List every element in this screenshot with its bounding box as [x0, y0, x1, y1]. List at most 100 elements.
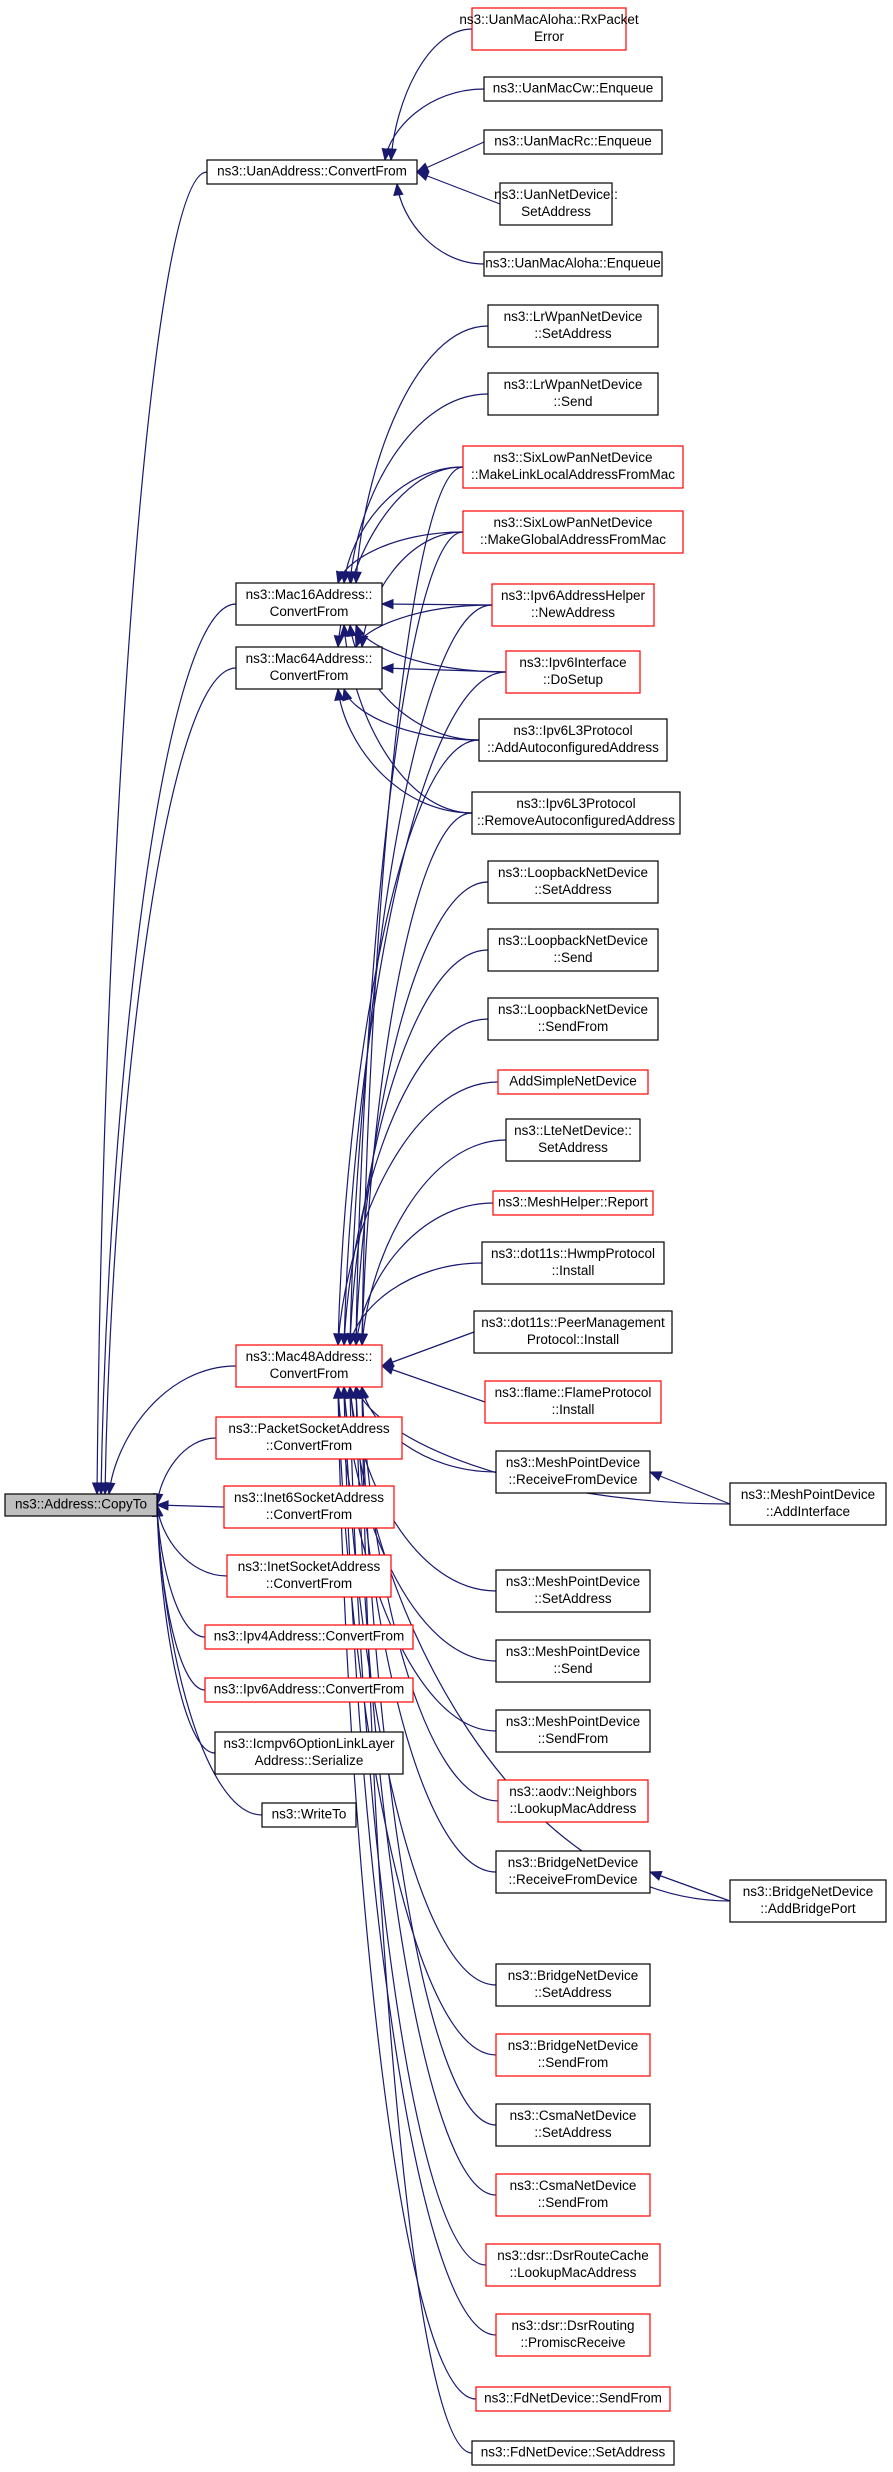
node-uan-convert[interactable]: ns3::UanAddress::ConvertFrom: [206, 159, 418, 185]
node-dsr-cache[interactable]: ns3::dsr::DsrRouteCache::LookupMacAddres…: [485, 2243, 661, 2287]
node-label: ns3::UanMacRc::Enqueue: [494, 134, 652, 149]
edge-csma_set-to-mac48_convert: [361, 1386, 497, 2126]
node-label: ConvertFrom: [270, 604, 349, 619]
node-label: ns3::Ipv6Interface: [519, 655, 626, 670]
node-writeto[interactable]: ns3::WriteTo: [261, 1802, 357, 1828]
node-meshpoint-sendfrom[interactable]: ns3::MeshPointDevice::SendFrom: [495, 1709, 651, 1753]
node-label: ns3::UanMacAloha::Enqueue: [485, 256, 661, 271]
edge-uan_convert-to-copyto: [96, 171, 208, 1495]
node-label: ns3::MeshPointDevice: [506, 1574, 640, 1589]
node-bridge-sendfrom[interactable]: ns3::BridgeNetDevice::SendFrom: [495, 2033, 651, 2077]
node-label: ::SetAddress: [534, 2125, 612, 2140]
node-uan-aloha-enq[interactable]: ns3::UanMacAloha::Enqueue: [483, 251, 663, 277]
node-box: [495, 2103, 651, 2147]
node-fd-sendfrom[interactable]: ns3::FdNetDevice::SendFrom: [475, 2386, 671, 2412]
node-sixlow-link[interactable]: ns3::SixLowPanNetDevice::MakeLinkLocalAd…: [462, 445, 684, 489]
node-box: [729, 1879, 887, 1923]
node-label: ns3::CsmaNetDevice: [510, 2178, 637, 2193]
edge-meshpoint_addif-to-mac48_convert: [355, 1386, 731, 1505]
node-box: [235, 582, 383, 626]
arrowhead: [381, 147, 392, 162]
node-lrwpan-set[interactable]: ns3::LrWpanNetDevice::SetAddress: [487, 304, 659, 348]
node-label: ns3::flame::FlameProtocol: [495, 1385, 652, 1400]
node-dsr-promisc[interactable]: ns3::dsr::DsrRouting::PromiscReceive: [495, 2313, 651, 2357]
node-label: ns3::BridgeNetDevice: [508, 1968, 639, 1983]
node-uan-rc-enq[interactable]: ns3::UanMacRc::Enqueue: [483, 129, 663, 155]
node-label: ns3::Ipv6Address::ConvertFrom: [214, 1682, 405, 1697]
node-ipv6l3-add[interactable]: ns3::Ipv6L3Protocol::AddAutoconfiguredAd…: [478, 718, 668, 762]
node-mac48-convert[interactable]: ns3::Mac48Address::ConvertFrom: [235, 1344, 383, 1388]
node-meshpoint-send[interactable]: ns3::MeshPointDevice::Send: [495, 1639, 651, 1683]
node-inet6sock[interactable]: ns3::Inet6SocketAddress::ConvertFrom: [223, 1485, 395, 1529]
node-label: ns3::Address::CopyTo: [15, 1497, 147, 1512]
node-label: ::AddBridgePort: [760, 1901, 856, 1916]
node-label: ::ConvertFrom: [266, 1507, 352, 1522]
node-peer-install[interactable]: ns3::dot11s::PeerManagementProtocol::Ins…: [473, 1310, 673, 1354]
arrowhead: [334, 687, 345, 702]
arrowhead: [346, 623, 357, 638]
node-box: [485, 2243, 661, 2287]
node-mesh-report[interactable]: ns3::MeshHelper::Report: [492, 1190, 654, 1216]
node-label: ::Send: [553, 394, 592, 409]
node-bridge-recv[interactable]: ns3::BridgeNetDevice::ReceiveFromDevice: [495, 1850, 651, 1894]
node-box: [261, 1802, 357, 1828]
node-ipv4-convert[interactable]: ns3::Ipv4Address::ConvertFrom: [204, 1624, 414, 1650]
node-meshpoint-set[interactable]: ns3::MeshPointDevice::SetAddress: [495, 1569, 651, 1613]
node-ipv6-convert[interactable]: ns3::Ipv6Address::ConvertFrom: [204, 1677, 414, 1703]
node-packetsock[interactable]: ns3::PacketSocketAddress::ConvertFrom: [215, 1416, 403, 1460]
node-label: Error: [534, 29, 565, 44]
node-label: ns3::SixLowPanNetDevice: [493, 450, 652, 465]
node-inetsock[interactable]: ns3::InetSocketAddress::ConvertFrom: [226, 1554, 392, 1598]
edge-mac64_convert-to-copyto: [104, 667, 237, 1495]
node-ipv6helper-new[interactable]: ns3::Ipv6AddressHelper::NewAddress: [491, 583, 655, 627]
edge-ipv6iface_setup-to-mac48_convert: [343, 671, 507, 1346]
node-icmpv6-serialize[interactable]: ns3::Icmpv6OptionLinkLayerAddress::Seria…: [214, 1731, 404, 1775]
edge-icmpv6_serialize-to-copyto: [156, 1504, 216, 1754]
node-add-simple[interactable]: AddSimpleNetDevice: [497, 1069, 649, 1095]
node-box: [499, 182, 613, 226]
edge-ipv6_convert-to-copyto: [156, 1504, 206, 1691]
node-ipv6l3-remove[interactable]: ns3::Ipv6L3Protocol::RemoveAutoconfigure…: [471, 791, 681, 835]
node-hwmp-install[interactable]: ns3::dot11s::HwmpProtocol::Install: [481, 1241, 665, 1285]
node-label: ::LookupMacAddress: [510, 1801, 637, 1816]
node-meshpoint-recv[interactable]: ns3::MeshPointDevice::ReceiveFromDevice: [495, 1450, 651, 1494]
node-fd-set[interactable]: ns3::FdNetDevice::SetAddress: [471, 2440, 675, 2466]
node-lte-set[interactable]: ns3::LteNetDevice::SetAddress: [505, 1118, 641, 1162]
node-label: ::ReceiveFromDevice: [508, 1472, 637, 1487]
node-bridge-addport[interactable]: ns3::BridgeNetDevice::AddBridgePort: [729, 1879, 887, 1923]
node-bridge-set[interactable]: ns3::BridgeNetDevice::SetAddress: [495, 1963, 651, 2007]
node-sixlow-global[interactable]: ns3::SixLowPanNetDevice::MakeGlobalAddre…: [462, 510, 684, 554]
node-label: ::SendFrom: [538, 1019, 609, 1034]
node-box: [484, 1380, 662, 1424]
node-loop-send[interactable]: ns3::LoopbackNetDevice::Send: [487, 928, 659, 972]
node-label: ns3::dot11s::HwmpProtocol: [491, 1246, 655, 1261]
node-lrwpan-send[interactable]: ns3::LrWpanNetDevice::Send: [487, 372, 659, 416]
node-box: [497, 1069, 649, 1095]
arrowhead: [380, 598, 394, 610]
node-box: [4, 1493, 158, 1517]
node-flame-install[interactable]: ns3::flame::FlameProtocol::Install: [484, 1380, 662, 1424]
node-meshpoint-addif[interactable]: ns3::MeshPointDevice::AddInterface: [729, 1482, 887, 1526]
node-uan-netdev-set[interactable]: ns3::UanNetDevice::SetAddress: [494, 182, 618, 226]
node-aodv-lookup[interactable]: ns3::aodv::Neighbors::LookupMacAddress: [497, 1779, 649, 1823]
node-uan-cw-enq[interactable]: ns3::UanMacCw::Enqueue: [483, 76, 663, 102]
node-box: [204, 1677, 414, 1703]
edge-loop_set-to-mac48_convert: [355, 881, 489, 1346]
edge-peer_install-to-mac48_convert: [381, 1331, 475, 1367]
node-label: ns3::WriteTo: [272, 1807, 347, 1822]
node-label: ns3::dot11s::PeerManagement: [481, 1315, 665, 1330]
node-ipv6iface-setup[interactable]: ns3::Ipv6Interface::DoSetup: [505, 650, 641, 694]
node-label: ::RemoveAutoconfiguredAddress: [477, 813, 675, 828]
node-label: ns3::MeshPointDevice: [506, 1455, 640, 1470]
node-box: [487, 372, 659, 416]
node-loop-set[interactable]: ns3::LoopbackNetDevice::SetAddress: [487, 860, 659, 904]
node-mac64-convert[interactable]: ns3::Mac64Address::ConvertFrom: [235, 646, 383, 690]
node-label: ns3::MeshHelper::Report: [498, 1195, 648, 1210]
node-loop-sendfrom[interactable]: ns3::LoopbackNetDevice::SendFrom: [487, 997, 659, 1041]
node-copyto[interactable]: ns3::Address::CopyTo: [4, 1493, 158, 1517]
node-mac16-convert[interactable]: ns3::Mac16Address::ConvertFrom: [235, 582, 383, 626]
node-csma-set[interactable]: ns3::CsmaNetDevice::SetAddress: [495, 2103, 651, 2147]
node-csma-sendfrom[interactable]: ns3::CsmaNetDevice::SendFrom: [495, 2173, 651, 2217]
edge-ipv6helper_new-to-mac16_convert: [381, 603, 493, 606]
